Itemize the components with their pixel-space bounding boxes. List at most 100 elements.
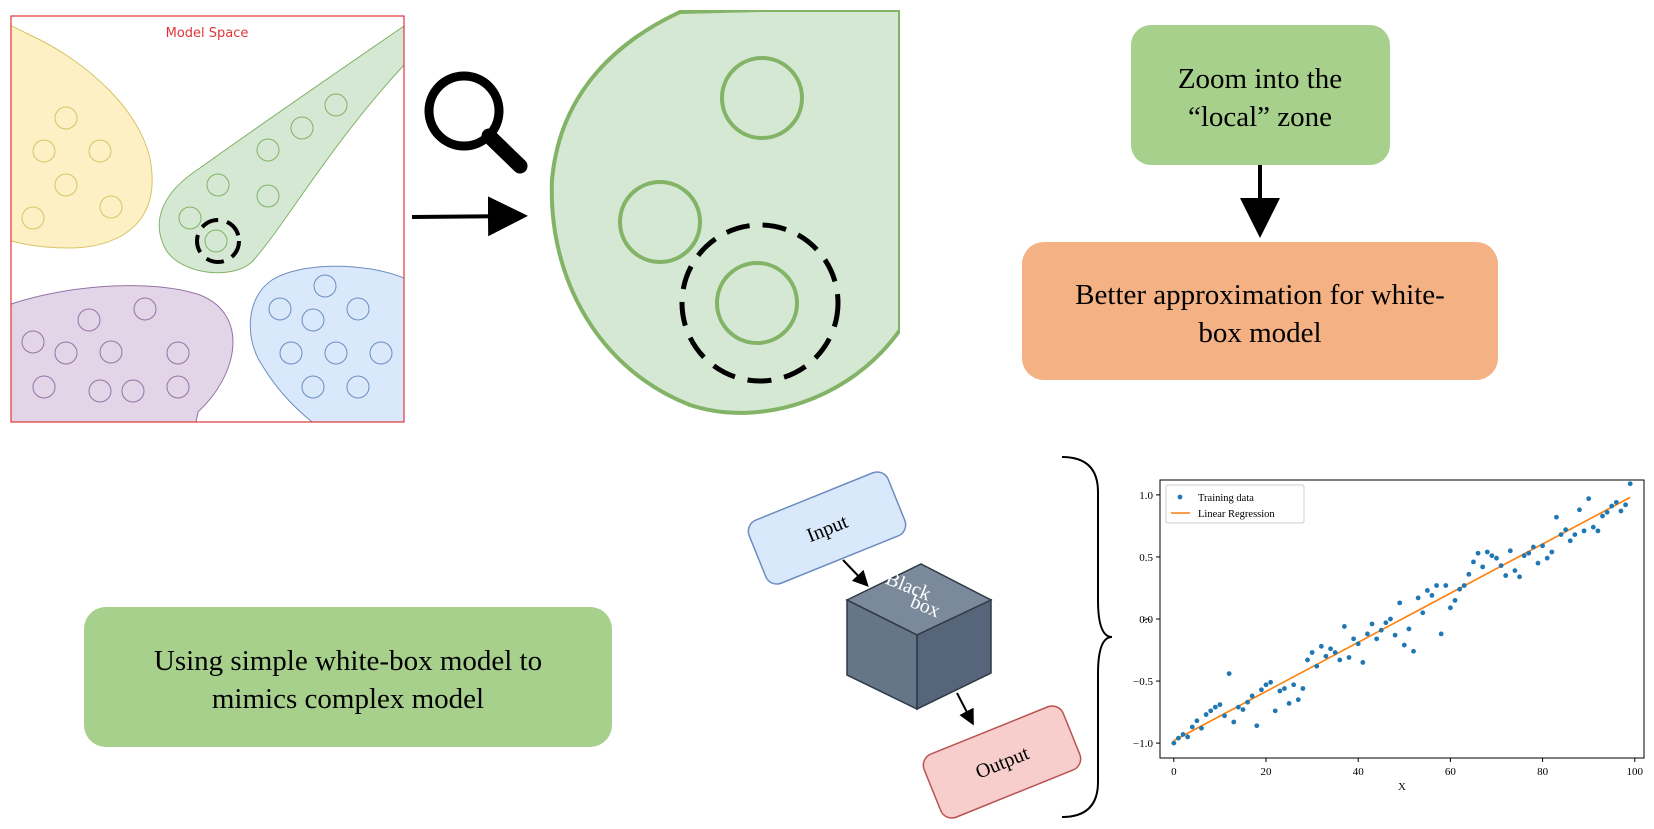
y-tick-label: −1.0 (1133, 738, 1153, 750)
scatter-point (1526, 550, 1532, 556)
x-tick-label: 100 (1627, 766, 1644, 778)
data-point (301, 308, 325, 332)
data-point (204, 229, 228, 253)
scatter-point (1277, 688, 1283, 694)
scatter-point (1378, 627, 1384, 633)
scatter-point (1323, 653, 1329, 659)
zoom-box-line-1: Zoom into the (1178, 63, 1342, 95)
y-tick-label: 1.0 (1139, 490, 1153, 502)
scatter-point (1586, 496, 1592, 502)
x-axis-label: X (1398, 781, 1406, 793)
scatter-point (1461, 583, 1467, 588)
scatter-point (1291, 682, 1297, 688)
data-point (369, 341, 393, 365)
model-space-title: Model Space (166, 26, 249, 41)
data-point (206, 173, 230, 197)
blue-cluster-points (268, 274, 393, 399)
scatter-point (1305, 657, 1310, 663)
scatter-point (1286, 700, 1292, 706)
data-point (21, 206, 45, 230)
scatter-point (1613, 499, 1619, 505)
scatter-point (1328, 646, 1333, 652)
scatter-point (1623, 502, 1628, 508)
scatter-point (1282, 686, 1287, 691)
mimic-box: Using simple white-box model to mimics c… (84, 607, 612, 747)
right-arrow (411, 196, 528, 237)
zoomed-cluster-region (549, 10, 900, 415)
zoomed-local-zone (549, 10, 900, 415)
data-point (313, 274, 337, 298)
scatter-point (1189, 724, 1195, 730)
blue-cluster (249, 265, 404, 422)
data-point (32, 139, 56, 163)
legend-box (1165, 484, 1305, 524)
approx-box-line-1: Better approximation for white- (1075, 279, 1445, 311)
scatter-point (1203, 712, 1209, 717)
data-point (301, 375, 325, 399)
approx-box: Better approximation for white- box mode… (1022, 242, 1498, 380)
data-point (88, 139, 112, 163)
data-point (32, 375, 56, 399)
scatter-point (1600, 513, 1605, 519)
scatter-point (1406, 626, 1412, 632)
scatter-point (1185, 734, 1191, 740)
scatter-point (1424, 588, 1430, 593)
scatter-point (1577, 507, 1582, 513)
scatter-point (1249, 693, 1255, 699)
scatter-point (1411, 648, 1416, 654)
scatter-point (1180, 732, 1186, 737)
scatter-point (1604, 509, 1610, 515)
scatter-point (1415, 595, 1421, 601)
approx-box-line-2: box model (1198, 317, 1321, 349)
scatter-point (1272, 708, 1278, 714)
scatter-point (1457, 586, 1463, 592)
mimic-box-line-1: Using simple white-box model to (154, 645, 542, 677)
data-point (88, 379, 112, 403)
scatter-point (1374, 636, 1380, 642)
scatter-point (1563, 527, 1569, 533)
scatter-point (1507, 548, 1513, 554)
regression-line (1173, 496, 1631, 742)
data-point (178, 206, 202, 230)
x-tick-label: 80 (1537, 766, 1549, 778)
scatter-point (1554, 514, 1559, 520)
scatter-point (1466, 571, 1472, 577)
y-tick-label: 0.5 (1139, 552, 1153, 564)
y-tick-label: −0.5 (1133, 676, 1153, 688)
scatter-point (1530, 544, 1536, 550)
scatter-point (1332, 650, 1338, 655)
scatter-point (1484, 549, 1490, 555)
data-point (256, 184, 280, 208)
model-space-panel: Model Space (10, 15, 405, 423)
scatter-point (1365, 631, 1370, 637)
x-tick-label: 60 (1445, 766, 1457, 778)
scatter-point (1355, 641, 1361, 647)
x-tick-label: 40 (1353, 766, 1365, 778)
scatter-point (1517, 574, 1522, 580)
data-point (133, 297, 157, 321)
scatter-point (1337, 657, 1343, 663)
scatter-point (1618, 508, 1624, 514)
scatter-point (1235, 704, 1241, 710)
scatter-point (1590, 524, 1596, 530)
scatter-point (1609, 503, 1615, 509)
scatter-point (1383, 620, 1389, 626)
scatter-point (1627, 481, 1633, 487)
data-point (77, 308, 101, 332)
legend-label: Training data (1198, 493, 1254, 504)
local-zone-marker (195, 218, 241, 264)
scatter-point (1208, 708, 1214, 714)
scatter-point (1212, 704, 1218, 710)
scatter-point (1226, 671, 1232, 677)
scatter-point (1434, 583, 1439, 588)
data-point (324, 341, 348, 365)
scatter-point (1401, 642, 1407, 648)
legend-marker (1177, 494, 1183, 500)
zoomed-data-point (720, 56, 804, 140)
data-point (166, 341, 190, 365)
data-point (121, 379, 145, 403)
x-tick-label: 0 (1171, 766, 1177, 778)
scatter-point (1438, 631, 1444, 637)
scatter-point (1217, 702, 1223, 708)
